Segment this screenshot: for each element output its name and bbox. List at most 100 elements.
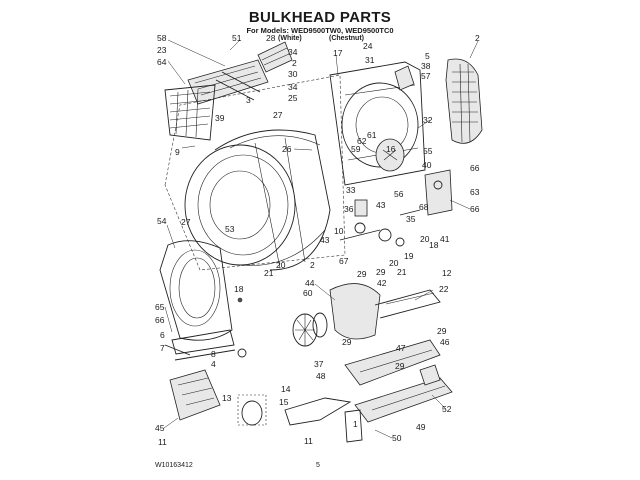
callout-29-lower: 29	[395, 361, 405, 371]
callout-4: 4	[211, 359, 216, 369]
callout-55: 55	[423, 146, 433, 156]
callout-16: 16	[386, 144, 396, 154]
callout-2-right: 2	[475, 33, 480, 43]
callout-12: 12	[442, 268, 452, 278]
callout-1: 1	[353, 419, 358, 429]
models-subtitle: For Models: WED9500TW0, WED9500TC0	[246, 26, 394, 35]
callout-15: 15	[279, 397, 289, 407]
callout-27-top: 27	[273, 110, 283, 120]
callout-10: 10	[334, 226, 344, 236]
callout-43-upper: 43	[376, 200, 386, 210]
variant-white-label: (White)	[278, 35, 302, 42]
callout-35: 35	[406, 214, 416, 224]
callout-31: 31	[365, 55, 375, 65]
callout-25: 25	[288, 93, 298, 103]
callout-3: 3	[246, 95, 251, 105]
callout-26: 26	[282, 144, 292, 154]
leader-lines	[163, 39, 479, 439]
lint-duct-assembly	[445, 58, 483, 144]
callout-8: 8	[211, 349, 216, 359]
callout-37: 37	[314, 359, 324, 369]
callout-53: 53	[225, 224, 235, 234]
callout-36: 36	[344, 204, 354, 214]
callout-62: 62	[357, 136, 367, 146]
callout-17: 17	[333, 48, 343, 58]
callout-54: 54	[157, 216, 167, 226]
callout-7: 7	[160, 343, 165, 353]
callout-5: 5	[425, 51, 430, 61]
callout-52: 52	[442, 404, 452, 414]
callout-29-center: 29	[342, 337, 352, 347]
page-number: 5	[316, 462, 320, 469]
callout-29-mid: 29	[376, 267, 386, 277]
callout-64: 64	[157, 57, 167, 67]
callout-51: 51	[232, 33, 242, 43]
callout-22: 22	[439, 284, 449, 294]
callout-20-left: 20	[276, 260, 286, 270]
callout-33: 33	[346, 185, 356, 195]
callout-48: 48	[316, 371, 326, 381]
callout-44: 44	[305, 278, 315, 288]
callout-66-left: 66	[155, 315, 165, 325]
callout-45: 45	[155, 423, 165, 433]
callout-21-mid: 21	[397, 267, 407, 277]
callout-30: 30	[288, 69, 298, 79]
callout-9: 9	[175, 147, 180, 157]
callout-27-left: 27	[181, 217, 191, 227]
callout-11-left: 11	[158, 437, 167, 447]
callout-20-mid: 20	[389, 258, 399, 268]
callout-50: 50	[392, 433, 402, 443]
document-number: W10163412	[155, 462, 193, 469]
callout-41: 41	[440, 234, 450, 244]
callout-24: 24	[363, 41, 373, 51]
callout-20-right: 20	[420, 234, 430, 244]
callout-61: 61	[367, 130, 377, 140]
callout-28: 28	[266, 33, 276, 43]
callout-23: 23	[157, 45, 167, 55]
callout-18-right: 18	[429, 240, 439, 250]
callout-49: 49	[416, 422, 426, 432]
callout-13: 13	[222, 393, 232, 403]
callout-21-left: 21	[264, 268, 274, 278]
callout-59: 59	[351, 144, 361, 154]
variant-chestnut-label: (Chestnut)	[329, 35, 364, 42]
callout-65: 65	[155, 302, 165, 312]
callout-labels: 58 51 28 23 64 3 39 34 2 30 34 25 17 24 …	[155, 33, 480, 447]
callout-56: 56	[394, 189, 404, 199]
callout-68: 68	[419, 202, 429, 212]
callout-67: 67	[339, 256, 349, 266]
blower-assembly	[237, 283, 441, 347]
callout-66-top: 66	[470, 163, 480, 173]
base-tray-assembly	[284, 339, 453, 443]
callout-34-top: 34	[288, 47, 298, 57]
callout-38: 38	[421, 61, 431, 71]
callout-2-top: 2	[292, 58, 297, 68]
front-bulkhead	[159, 240, 235, 355]
callout-11-bottom: 11	[304, 436, 313, 446]
lint-screen-assembly	[164, 41, 293, 141]
callout-29-right-upper: 29	[437, 326, 447, 336]
callout-46: 46	[440, 337, 450, 347]
callout-19: 19	[404, 251, 414, 261]
callout-29-upper: 29	[357, 269, 367, 279]
callout-32: 32	[423, 115, 433, 125]
callout-6: 6	[160, 330, 165, 340]
motor-bracket-cluster	[339, 169, 453, 247]
callout-43-lower: 43	[320, 235, 330, 245]
dryer-drum	[164, 74, 346, 271]
callout-63: 63	[470, 187, 480, 197]
callout-2-mid: 2	[310, 260, 315, 270]
callout-34-lower: 34	[288, 82, 298, 92]
callout-40: 40	[422, 160, 432, 170]
callout-47: 47	[396, 343, 406, 353]
callout-39: 39	[215, 113, 225, 123]
callout-60: 60	[303, 288, 313, 298]
callout-18-left: 18	[234, 284, 244, 294]
callout-14: 14	[281, 384, 291, 394]
callout-42: 42	[377, 278, 387, 288]
callout-58: 58	[157, 33, 167, 43]
callout-57: 57	[421, 71, 431, 81]
callout-66-mid: 66	[470, 204, 480, 214]
